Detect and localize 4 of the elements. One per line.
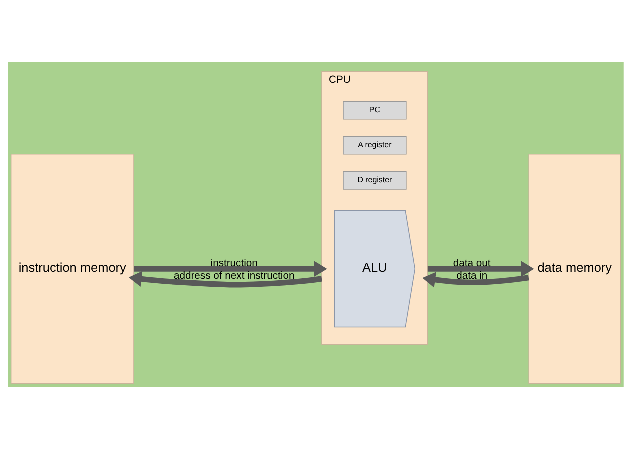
edge-label: address of next instruction	[174, 270, 295, 282]
edge-label: instruction	[210, 258, 258, 270]
edge-label: data in	[456, 270, 488, 282]
edge-label: data out	[453, 258, 491, 270]
